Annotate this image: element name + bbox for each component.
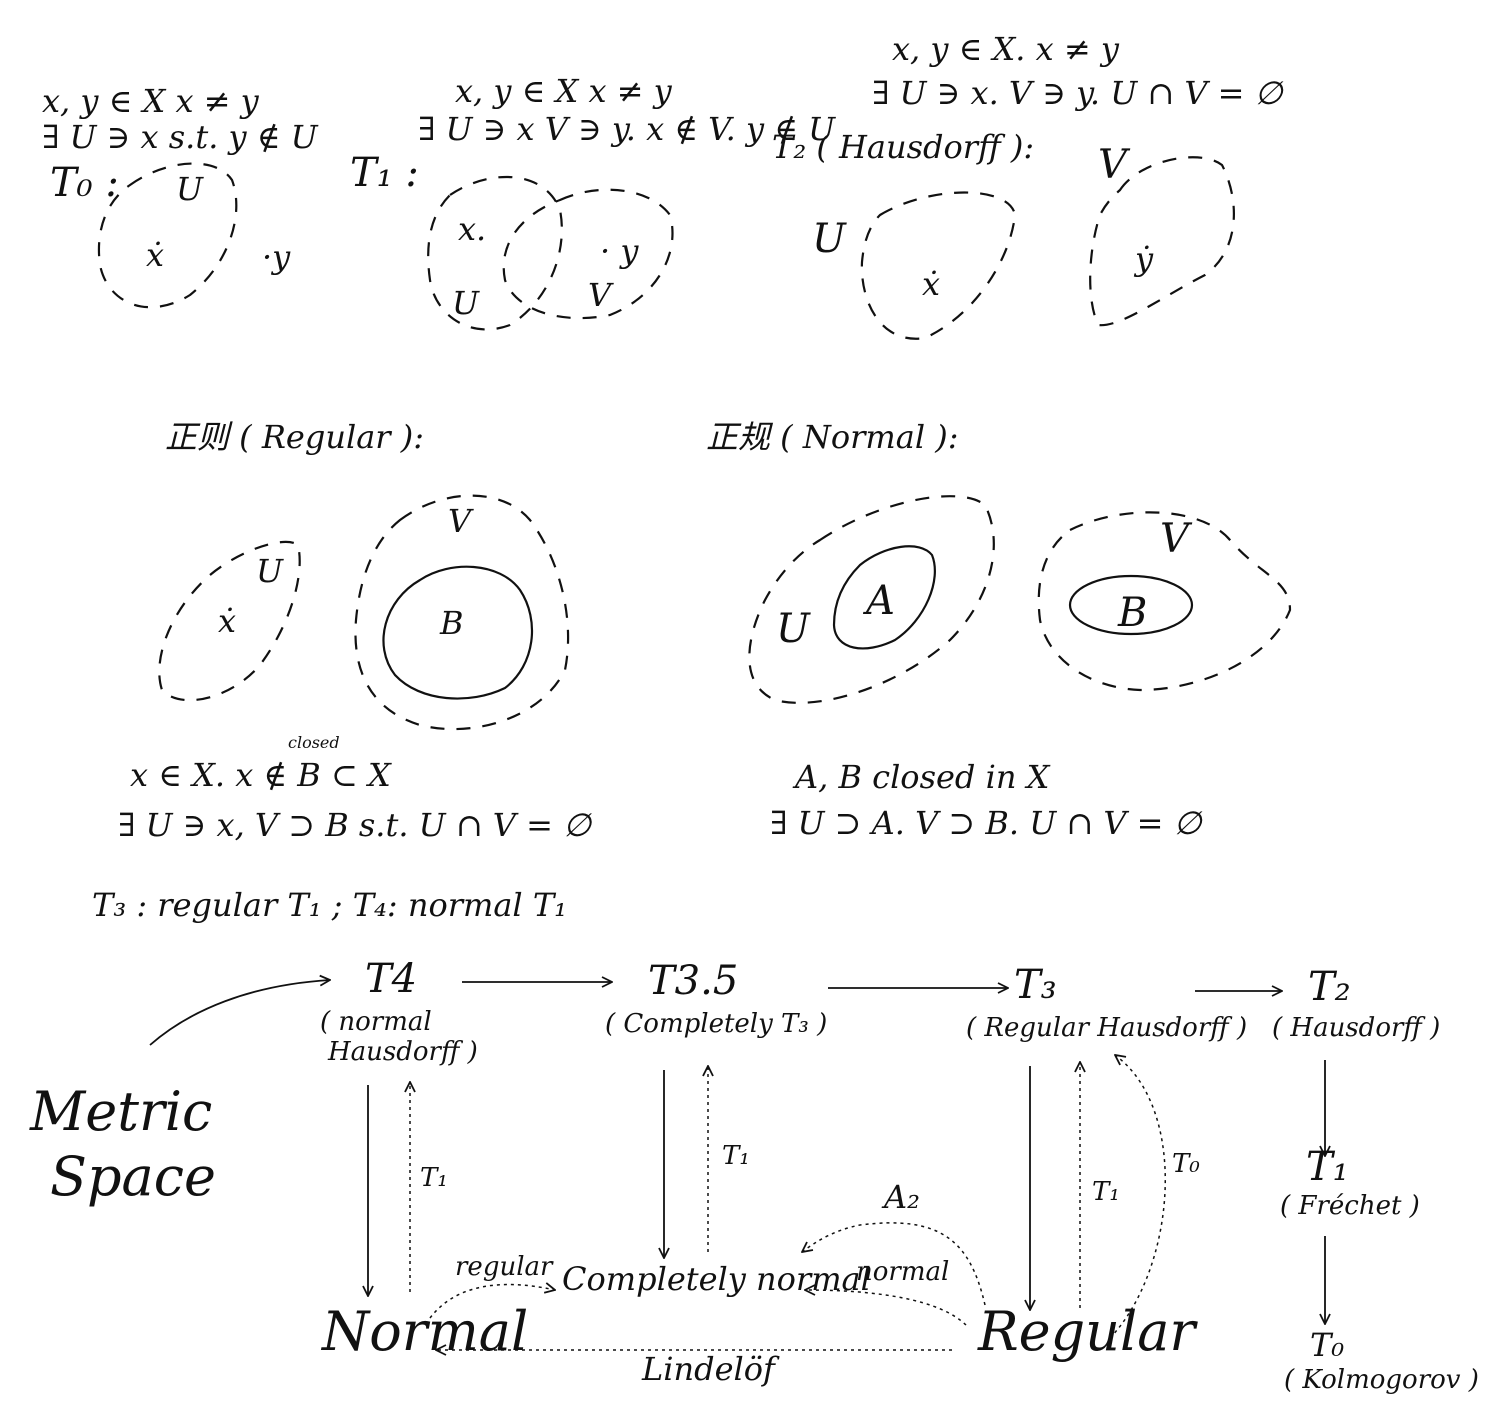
regular-closed-note: closed	[288, 733, 340, 752]
regular-title: 正则 ( Regular ):	[165, 418, 424, 456]
normal-closed-set-b	[1068, 574, 1194, 636]
t0-section: x, y ∈ X x ≠ y ∃ U ∋ x s.t. y ∉ U T₀ : U…	[42, 82, 319, 309]
label-t1-middle: T₁	[722, 1141, 750, 1171]
regular-point-x: ẋ	[218, 602, 236, 640]
regular-def-line-2: ∃ U ∋ x, V ⊃ B s.t. U ∩ V = ∅	[118, 806, 593, 844]
t2-u-label: U	[812, 216, 847, 262]
t0-point-y: ·y	[262, 238, 291, 276]
normal-section: 正规 ( Normal ): U A V B A, B closed in X …	[706, 418, 1292, 842]
label-t1-left: T₁	[420, 1163, 448, 1193]
node-t3: T₃	[1014, 962, 1057, 1008]
t1-open-set-v	[502, 188, 674, 320]
node-t0: T₀	[1310, 1326, 1344, 1364]
normal-u-label: U	[776, 606, 811, 652]
regular-t0-to-t3-arrow	[1109, 1055, 1166, 1339]
node-t1-sub: ( Fréchet )	[1280, 1191, 1420, 1221]
t2-v-label: V	[1098, 142, 1131, 188]
t2-point-y: ẏ	[1133, 240, 1154, 278]
normal-title: 正规 ( Normal ):	[706, 418, 959, 456]
t0-open-set-u	[97, 162, 238, 309]
normal-v-label: V	[1160, 516, 1193, 562]
regular-b-label: B	[439, 604, 464, 642]
node-t1: T₁	[1306, 1144, 1349, 1190]
t1-point-x: x.	[458, 210, 486, 248]
t2-def-line-1: x, y ∈ X. x ≠ y	[892, 30, 1120, 68]
normal-open-set-u	[748, 495, 995, 704]
normal-open-set-v	[1037, 511, 1292, 692]
node-t2-sub: ( Hausdorff )	[1272, 1013, 1440, 1043]
normal-def-line-1: A, B closed in X	[792, 758, 1051, 796]
label-normal: normal	[856, 1257, 949, 1287]
metric-to-t4-arrow	[149, 980, 330, 1046]
node-t4-sub2: Hausdorff )	[327, 1037, 478, 1067]
regular-def-line-1: x ∈ X. x ∉ B ⊂ X	[130, 756, 392, 794]
t0-label: T₀ :	[50, 160, 119, 206]
t1-point-y: · y	[600, 232, 639, 270]
normal-def-line-2: ∃ U ⊃ A. V ⊃ B. U ∩ V = ∅	[770, 804, 1204, 842]
t0-def-line-1: x, y ∈ X x ≠ y	[42, 82, 260, 120]
normal-b-label: B	[1117, 590, 1147, 636]
t1-section: x, y ∈ X x ≠ y ∃ U ∋ x V ∋ y. x ∉ V. y ∉…	[350, 72, 836, 331]
regular-section: 正则 ( Regular ): U ẋ V B closed x ∈ X. x …	[118, 418, 593, 844]
normal-closed-set-a	[832, 545, 936, 650]
t1-def-line-1: x, y ∈ X x ≠ y	[455, 72, 673, 110]
node-normal: Normal	[320, 1300, 528, 1363]
node-regular: Regular	[977, 1300, 1198, 1363]
t2-point-x: ẋ	[922, 265, 940, 303]
t2-def-line-2: ∃ U ∋ x. V ∋ y. U ∩ V = ∅	[872, 74, 1285, 112]
t2-label: T₂ ( Hausdorff ):	[772, 128, 1034, 166]
t0-point-x: ẋ	[146, 236, 164, 274]
separation-hierarchy: Metric Space T4 ( normal Hausdorff ) T3.…	[29, 956, 1479, 1395]
label-t1-right: T₁	[1092, 1177, 1120, 1207]
node-t35: T3.5	[648, 958, 738, 1004]
t3-t4-summary: T₃ : regular T₁ ; T₄: normal T₁	[92, 886, 567, 924]
t2-section: x, y ∈ X. x ≠ y ∃ U ∋ x. V ∋ y. U ∩ V = …	[772, 30, 1285, 340]
regular-normal-to-completely-normal-arrow	[805, 1290, 967, 1326]
node-t2: T₂	[1308, 964, 1351, 1010]
label-regular: regular	[455, 1252, 554, 1282]
t1-label: T₁ :	[350, 150, 419, 196]
normal-a-label: A	[862, 578, 895, 624]
t1-def-line-2: ∃ U ∋ x V ∋ y. x ∉ V. y ∉ U	[418, 110, 836, 148]
space-label-text: Space	[50, 1145, 216, 1208]
node-t4: T4	[365, 956, 417, 1002]
node-t35-sub: ( Completely T₃ )	[605, 1009, 827, 1039]
node-t0-sub: ( Kolmogorov )	[1284, 1365, 1479, 1395]
t0-u-label: U	[176, 170, 204, 208]
t2-open-set-u	[860, 191, 1017, 340]
regular-v-label: V	[448, 502, 474, 540]
regular-open-set-v	[354, 494, 570, 731]
regular-closed-set-b	[382, 565, 534, 700]
label-a2: A₂	[881, 1178, 920, 1216]
label-lindelof: Lindelöf	[641, 1350, 780, 1388]
node-completely-normal: Completely normal	[562, 1260, 871, 1298]
label-t0: T₀	[1172, 1149, 1200, 1179]
node-t3-sub: ( Regular Hausdorff )	[966, 1013, 1247, 1043]
t1-open-set-u	[427, 175, 563, 331]
t0-def-line-2: ∃ U ∋ x s.t. y ∉ U	[42, 118, 319, 156]
t1-u-label: U	[452, 284, 480, 322]
regular-u-label: U	[256, 552, 284, 590]
regular-open-set-u	[158, 540, 301, 702]
node-t4-sub1: ( normal	[320, 1007, 432, 1037]
regular-a2-to-completely-normal-arrow	[802, 1222, 986, 1306]
metric-label: Metric	[29, 1080, 212, 1143]
t1-v-label: V	[588, 276, 614, 314]
